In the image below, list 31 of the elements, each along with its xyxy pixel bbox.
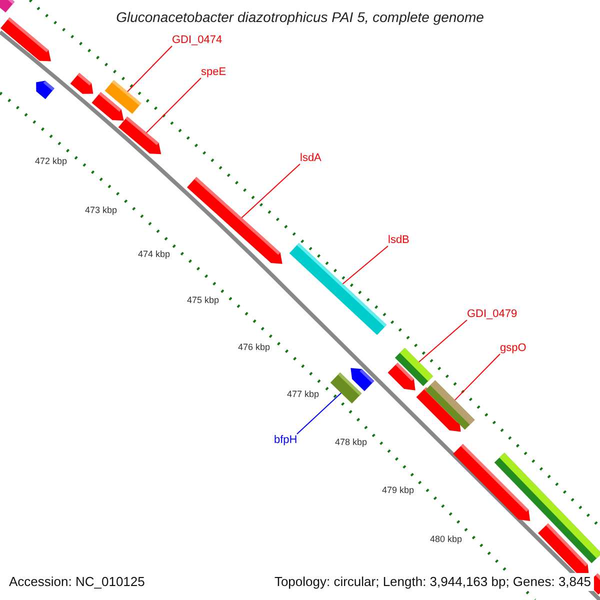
scale-label: 479 kbp bbox=[382, 485, 414, 495]
leader-line bbox=[127, 46, 172, 92]
gene-label: lsdB bbox=[388, 234, 410, 246]
leader-line bbox=[296, 392, 342, 434]
scale-label: 477 kbp bbox=[287, 389, 320, 399]
scale-label: 475 kbp bbox=[187, 295, 220, 305]
leader-line bbox=[241, 164, 300, 218]
gene-feature bbox=[425, 380, 475, 430]
title: Gluconacetobacter diazotrophicus PAI 5, complete genome bbox=[115, 9, 485, 25]
gene-label: bfpH bbox=[274, 434, 298, 446]
gene-feature bbox=[330, 372, 362, 404]
scale-label: 473 kbp bbox=[85, 205, 118, 215]
gene-feature bbox=[394, 348, 434, 386]
gene-feature bbox=[118, 116, 162, 154]
gene-feature bbox=[289, 242, 387, 336]
scale-label: 474 kbp bbox=[138, 249, 170, 259]
gene-feature bbox=[104, 80, 142, 114]
gene-feature bbox=[186, 176, 282, 264]
gene-label: lsdA bbox=[300, 152, 322, 164]
scale-label: 480 kbp bbox=[430, 534, 462, 544]
leader-line bbox=[418, 320, 468, 363]
gene-label: speE bbox=[201, 66, 226, 78]
gene-label: gspO bbox=[500, 342, 526, 354]
scale-label: 476 kbp bbox=[238, 342, 270, 352]
leader-line bbox=[146, 78, 202, 134]
gene-label: GDI_0479 bbox=[467, 308, 518, 320]
leader-line bbox=[454, 354, 500, 401]
gene-label: GDI_0474 bbox=[172, 34, 222, 46]
leader-line bbox=[342, 246, 388, 284]
scale-label: 478 kbp bbox=[335, 437, 368, 447]
scale-label: 472 kbp bbox=[35, 156, 68, 166]
